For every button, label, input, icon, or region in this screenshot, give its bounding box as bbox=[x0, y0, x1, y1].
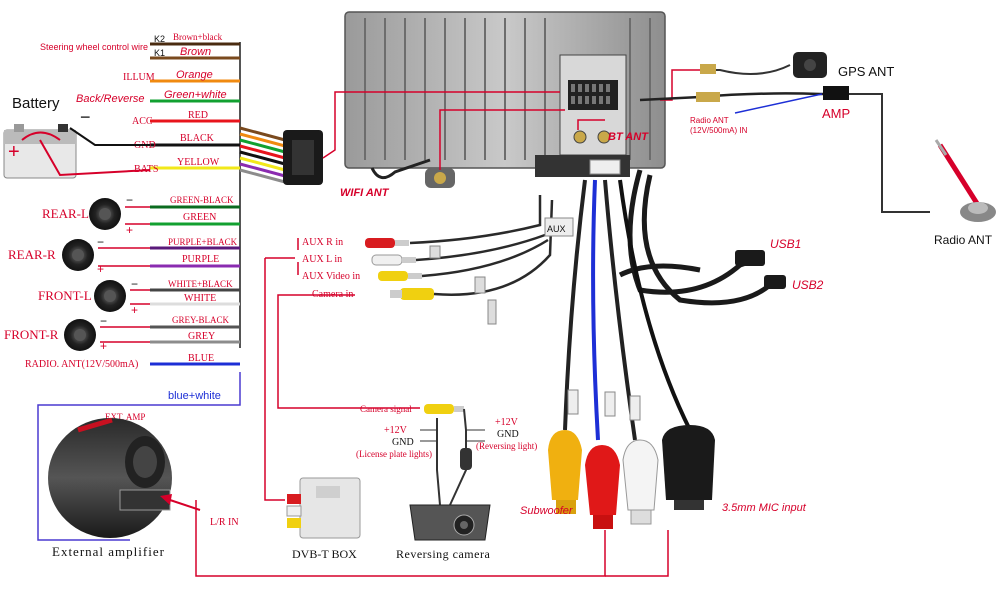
wire-grey-black: GREY-BLACK bbox=[172, 315, 230, 325]
camera-in-label: Camera in bbox=[312, 289, 353, 300]
wire-blue-white: blue+white bbox=[168, 390, 221, 402]
steering-wheel-label: Steering wheel control wire bbox=[40, 42, 148, 52]
front-r-plus: + bbox=[100, 339, 107, 353]
rca-white-aux-l bbox=[371, 254, 416, 266]
subwoofer-label: Subwoofer bbox=[520, 505, 574, 517]
speaker-label-rear-l: REAR-L bbox=[42, 206, 89, 221]
radio-ant-wire-label: RADIO. ANT(12V/500mA) bbox=[25, 359, 138, 370]
wire-blue: BLUE bbox=[188, 353, 214, 364]
rca-red-out bbox=[585, 445, 620, 529]
speaker-icon-front-l bbox=[94, 280, 126, 312]
front-r-minus: − bbox=[100, 314, 107, 328]
battery-icon bbox=[3, 124, 77, 179]
wire-black: BLACK bbox=[180, 133, 215, 144]
speaker-label-front-r: FRONT-R bbox=[4, 327, 59, 342]
front-l-minus: − bbox=[131, 277, 138, 291]
usb2-label: USB2 bbox=[792, 278, 824, 292]
aux-l-in-label: AUX L in bbox=[302, 254, 342, 265]
wire-green-white: Green+white bbox=[164, 89, 227, 101]
battery-plus: + bbox=[8, 141, 20, 163]
mic-plug bbox=[662, 425, 715, 510]
speaker-icon-front-r bbox=[64, 319, 96, 351]
acc-label: ACC bbox=[132, 116, 153, 127]
rca-red-aux-r bbox=[365, 238, 409, 248]
reversing-light-label: (Reversing light) bbox=[476, 441, 537, 451]
illum-label: ILLUM bbox=[123, 72, 155, 83]
reversing-camera-label: Reversing camera bbox=[396, 547, 490, 561]
rear-l-plus: + bbox=[126, 223, 133, 237]
dvbt-box-label: DVB-T BOX bbox=[292, 547, 357, 561]
wire-white: WHITE bbox=[184, 293, 216, 304]
usb1-label: USB1 bbox=[770, 237, 801, 251]
wifi-ant-label: WIFI ANT bbox=[340, 187, 390, 199]
k1-label: K1 bbox=[154, 48, 165, 58]
external-amplifier-icon bbox=[48, 417, 172, 538]
wifi-antenna-connector bbox=[425, 168, 455, 188]
dvbt-box-icon bbox=[286, 477, 361, 539]
rca-yellow-camera-in bbox=[390, 288, 434, 300]
gps-ant-label: GPS ANT bbox=[838, 64, 894, 79]
battery-label: Battery bbox=[12, 95, 60, 112]
speaker-label-rear-r: REAR-R bbox=[8, 247, 56, 262]
reversing-12v-label: +12V bbox=[495, 417, 519, 428]
wire-purple-black: PURPLE+BLACK bbox=[168, 237, 238, 247]
reversing-gnd-label: GND bbox=[497, 429, 519, 440]
rear-r-plus: + bbox=[97, 262, 104, 276]
reversing-camera-icon bbox=[409, 504, 491, 541]
head-unit bbox=[344, 11, 666, 177]
license-plate-lights-label: (License plate lights) bbox=[356, 449, 432, 459]
license-gnd-label: GND bbox=[392, 437, 414, 448]
aux-r-in-label: AUX R in bbox=[302, 237, 343, 248]
front-l-plus: + bbox=[131, 303, 138, 317]
gps-antenna-icon bbox=[793, 52, 827, 78]
external-amplifier-label: External amplifier bbox=[52, 544, 165, 559]
camera-signal-label: Camera signal bbox=[360, 404, 412, 414]
rca-yellow-aux-video bbox=[378, 271, 422, 281]
radio-antenna-icon bbox=[934, 139, 996, 222]
amp-label: AMP bbox=[822, 106, 850, 121]
battery-minus: − bbox=[80, 107, 91, 127]
aux-video-in-label: AUX Video in bbox=[302, 271, 360, 282]
wire-purple: PURPLE bbox=[182, 254, 219, 265]
wire-green-black: GREEN-BLACK bbox=[170, 195, 234, 205]
back-reverse-label: Back/Reverse bbox=[76, 93, 144, 105]
speaker-icon-rear-l bbox=[89, 198, 121, 230]
wire-yellow: YELLOW bbox=[177, 157, 220, 168]
wire-green: GREEN bbox=[183, 212, 216, 223]
wire-brown: Brown bbox=[180, 46, 211, 58]
camera-signal-plug bbox=[424, 404, 464, 414]
aux-box-label: AUX bbox=[547, 224, 566, 234]
wire-white-black: WHITE+BLACK bbox=[168, 279, 233, 289]
wire-orange: Orange bbox=[176, 69, 213, 81]
wire-brown-black: Brown+black bbox=[173, 32, 223, 42]
rca-white-out bbox=[622, 439, 659, 525]
wire-grey: GREY bbox=[188, 331, 215, 342]
mic-input-label: 3.5mm MIC input bbox=[722, 502, 807, 514]
rca-subwoofer bbox=[548, 430, 582, 514]
lr-in-label: L/R IN bbox=[210, 517, 239, 528]
ext-amp-label: EXT. AMP bbox=[105, 412, 145, 422]
bt-ant-label: BT ANT bbox=[608, 131, 649, 143]
usb-cables bbox=[618, 169, 776, 306]
rear-l-minus: − bbox=[126, 193, 133, 207]
speaker-icon-rear-r bbox=[62, 239, 94, 271]
speaker-label-front-l: FRONT-L bbox=[38, 288, 92, 303]
radio-ant-label: Radio ANT bbox=[934, 233, 993, 247]
k2-label: K2 bbox=[154, 34, 165, 44]
wire-harness bbox=[150, 42, 560, 366]
radio-ant-in-line1: Radio ANT bbox=[690, 116, 729, 125]
wire-red: RED bbox=[188, 110, 208, 121]
license-12v-label: +12V bbox=[384, 425, 408, 436]
rear-r-minus: − bbox=[97, 235, 104, 249]
radio-ant-in-line2: (12V/500mA) IN bbox=[690, 126, 748, 135]
